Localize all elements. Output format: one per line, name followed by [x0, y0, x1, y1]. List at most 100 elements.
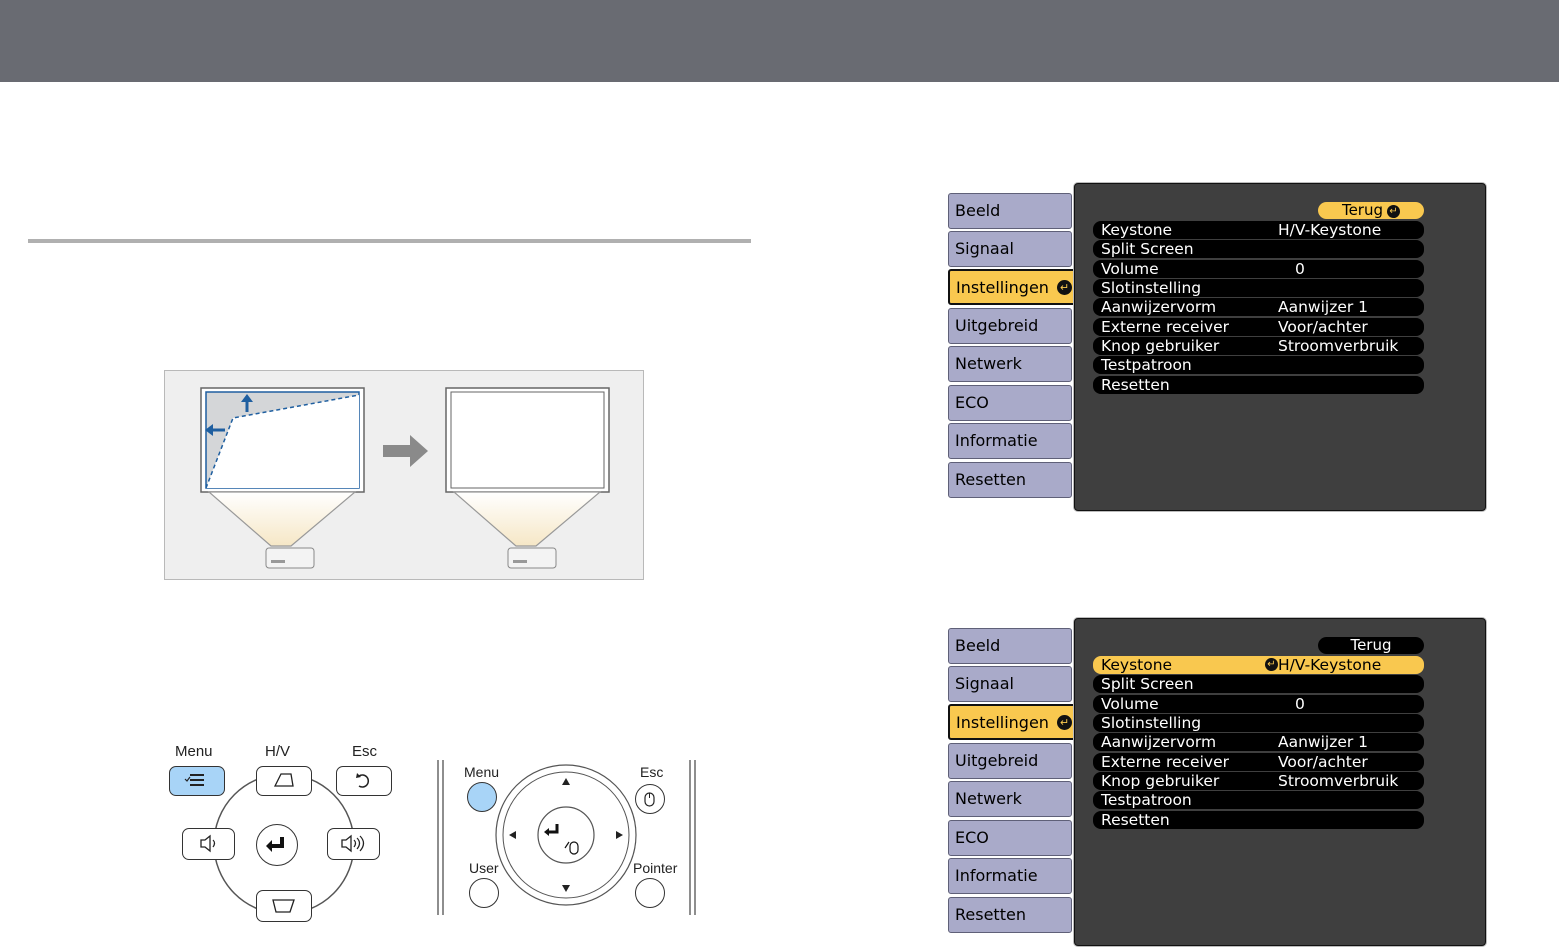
row-value: 0 — [1295, 260, 1305, 278]
row-label: Split Screen — [1101, 240, 1194, 258]
row-value: Aanwijzer 1 — [1278, 733, 1369, 751]
row-label: Resetten — [1101, 376, 1170, 394]
menu-row-split-screen[interactable]: Split Screen — [1093, 240, 1424, 258]
row-label: Externe receiver — [1101, 753, 1229, 771]
enter-icon — [266, 837, 284, 852]
enter-button[interactable] — [256, 824, 298, 866]
row-value: Voor/achter — [1278, 753, 1368, 771]
menu-button[interactable] — [169, 766, 225, 796]
menu-row-slotinstelling[interactable]: Slotinstelling — [1093, 714, 1424, 732]
remote-menu-button[interactable] — [467, 782, 497, 812]
remote-pointer-button[interactable] — [635, 878, 665, 908]
row-value: H/V-Keystone — [1278, 221, 1382, 239]
row-value: Voor/achter — [1278, 318, 1368, 336]
menu-panel: Terug↵ Keystone H/V-Keystone Split Screen… — [1074, 183, 1486, 511]
tab-netwerk[interactable]: Netwerk — [948, 346, 1072, 382]
tab-eco[interactable]: ECO — [948, 820, 1072, 856]
row-value: 0 — [1295, 695, 1305, 713]
row-value: Aanwijzer 1 — [1278, 298, 1369, 316]
remote-esc-button[interactable] — [635, 784, 665, 814]
row-label: Volume — [1101, 260, 1159, 278]
enter-icon: ↵ — [1387, 205, 1401, 218]
tab-resetten[interactable]: Resetten — [948, 462, 1072, 498]
row-label: Aanwijzervorm — [1101, 733, 1217, 751]
menu-row-knop-gebruiker[interactable]: Knop gebruiker Stroomverbruik — [1093, 337, 1424, 355]
remote-user-label: User — [469, 860, 499, 876]
menu-row-volume[interactable]: Volume 0 — [1093, 695, 1424, 713]
tab-instellingen[interactable]: Instellingen ↵ — [948, 704, 1082, 740]
remote-dpad-graphic — [437, 760, 696, 915]
row-label: Testpatroon — [1101, 356, 1192, 374]
menu-row-externe-receiver[interactable]: Externe receiver Voor/achter — [1093, 753, 1424, 771]
row-label: Keystone — [1101, 221, 1173, 239]
row-label: Testpatroon — [1101, 791, 1192, 809]
menu-row-resetten[interactable]: Resetten — [1093, 376, 1424, 394]
remote-menu-label: Menu — [464, 764, 500, 780]
row-value: H/V-Keystone — [1278, 656, 1382, 674]
volume-up-button[interactable] — [327, 828, 380, 860]
tab-signaal[interactable]: Signaal — [948, 666, 1072, 702]
menu-row-aanwijzervorm[interactable]: Aanwijzervorm Aanwijzer 1 — [1093, 733, 1424, 751]
volume-down-button[interactable] — [182, 828, 235, 860]
esc-button[interactable] — [336, 766, 392, 796]
row-label: Slotinstelling — [1101, 714, 1202, 732]
row-label: Keystone — [1101, 656, 1173, 674]
row-label: Externe receiver — [1101, 318, 1229, 336]
remote-user-button[interactable] — [469, 878, 499, 908]
enter-icon: ↵ — [1057, 280, 1072, 295]
esc-label: Esc — [352, 743, 378, 760]
keystone-illustration — [164, 370, 644, 580]
speaker-high-icon — [341, 834, 365, 853]
row-label: Volume — [1101, 695, 1159, 713]
tab-eco[interactable]: ECO — [948, 385, 1072, 421]
menu-icon — [184, 774, 204, 786]
tab-signaal[interactable]: Signaal — [948, 231, 1072, 267]
enter-icon: ↵ — [1265, 658, 1278, 671]
menu-panel: Terug Keystone ↵H/V-Keystone Split Screen… — [1074, 618, 1486, 946]
speaker-low-icon — [200, 834, 216, 853]
remote-pointer-label: Pointer — [633, 860, 678, 876]
menu-row-externe-receiver[interactable]: Externe receiver Voor/achter — [1093, 318, 1424, 336]
keystone-up-icon — [273, 773, 294, 787]
keystone-down-button[interactable] — [256, 890, 312, 922]
row-label: Slotinstelling — [1101, 279, 1202, 297]
hv-keystone-button[interactable] — [256, 766, 312, 796]
row-label: Knop gebruiker — [1101, 337, 1220, 355]
menu-row-aanwijzervorm[interactable]: Aanwijzervorm Aanwijzer 1 — [1093, 298, 1424, 316]
tab-label: Instellingen — [956, 713, 1049, 732]
row-value: Stroomverbruik — [1278, 337, 1399, 355]
tab-instellingen[interactable]: Instellingen↵ — [948, 269, 1082, 305]
tab-uitgebreid[interactable]: Uitgebreid — [948, 308, 1072, 344]
menu-row-split-screen[interactable]: Split Screen — [1093, 675, 1424, 693]
tab-informatie[interactable]: Informatie — [948, 858, 1072, 894]
back-button[interactable]: Terug↵ — [1318, 202, 1424, 219]
tab-uitgebreid[interactable]: Uitgebreid — [948, 743, 1072, 779]
row-label: Resetten — [1101, 811, 1170, 829]
keystone-down-icon — [272, 899, 295, 913]
row-label: Split Screen — [1101, 675, 1194, 693]
tab-beeld[interactable]: Beeld — [948, 193, 1072, 229]
menu-row-keystone[interactable]: Keystone ↵H/V-Keystone — [1093, 656, 1424, 674]
row-value: Stroomverbruik — [1278, 772, 1399, 790]
settings-menu-2: Beeld Signaal Instellingen ↵ Uitgebreid N… — [948, 618, 1488, 948]
projector-control-panel: Menu H/V Esc — [164, 740, 404, 930]
keystone-before-after-icon — [200, 387, 610, 569]
remote-esc-label: Esc — [640, 764, 664, 780]
enter-icon: ↵ — [1057, 715, 1072, 730]
tab-resetten[interactable]: Resetten — [948, 897, 1072, 933]
tab-informatie[interactable]: Informatie — [948, 423, 1072, 459]
hv-label: H/V — [265, 743, 291, 760]
section-divider — [28, 239, 751, 243]
back-button[interactable]: Terug — [1318, 637, 1424, 654]
menu-row-testpatroon[interactable]: Testpatroon — [1093, 356, 1424, 374]
tab-beeld[interactable]: Beeld — [948, 628, 1072, 664]
remote-control: Menu Esc User Pointer — [436, 760, 698, 915]
menu-row-keystone[interactable]: Keystone H/V-Keystone — [1093, 221, 1424, 239]
tab-netwerk[interactable]: Netwerk — [948, 781, 1072, 817]
menu-row-slotinstelling[interactable]: Slotinstelling — [1093, 279, 1424, 297]
row-label: Aanwijzervorm — [1101, 298, 1217, 316]
menu-row-resetten[interactable]: Resetten — [1093, 811, 1424, 829]
menu-row-volume[interactable]: Volume 0 — [1093, 260, 1424, 278]
menu-row-testpatroon[interactable]: Testpatroon — [1093, 791, 1424, 809]
